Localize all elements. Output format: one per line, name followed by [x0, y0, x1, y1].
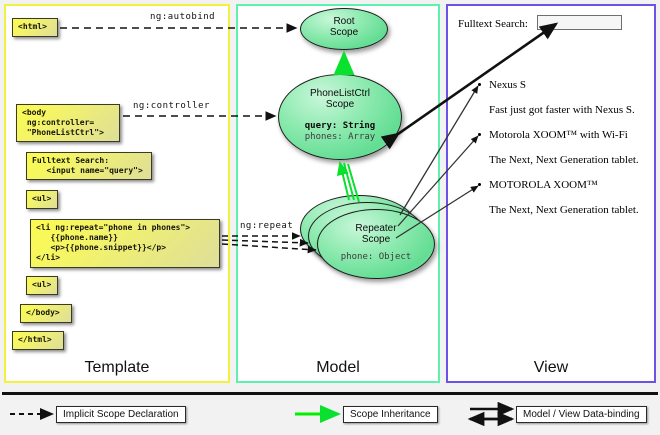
view-phone-name-0-text: Nexus S: [489, 79, 526, 91]
scope-phonelistctrl-prop-phones: phones: Array: [304, 132, 376, 142]
template-box-body-close: </body>: [20, 304, 72, 323]
view-column: View: [446, 4, 656, 383]
scope-root-title-line2: Scope: [329, 27, 359, 38]
view-column-label: View: [533, 359, 569, 376]
scope-root-title-line1: Root: [333, 16, 355, 27]
scope-repeater-title-line2: Scope: [361, 234, 391, 245]
view-phone-snippet-0: Fast just got faster with Nexus S.: [489, 104, 635, 116]
scope-phonelistctrl-title-line2: Scope: [325, 99, 355, 110]
legend-label-inheritance: Scope Inheritance: [343, 406, 438, 423]
scope-root: Root Scope: [300, 8, 388, 50]
model-column: Model: [236, 4, 440, 383]
template-box-html-open: <html>: [12, 18, 58, 37]
view-phone-name-1: Motorola XOOM™ with Wi-Fi: [478, 129, 628, 141]
bullet-dot-icon: [478, 133, 481, 136]
view-search-input[interactable]: [537, 15, 622, 30]
template-column-label: Template: [84, 359, 150, 376]
scope-phonelistctrl-prop-query: query: String: [304, 121, 376, 131]
template-box-ul-open: <ul>: [26, 190, 58, 209]
view-phone-name-0: Nexus S: [478, 79, 526, 91]
edge-label-ng-controller: ng:controller: [133, 101, 210, 111]
template-box-fulltext-search: Fulltext Search: <input name="query">: [26, 152, 152, 180]
bullet-dot-icon: [478, 183, 481, 186]
template-box-li-repeat: <li ng:repeat="phone in phones"> {{phone…: [30, 219, 220, 268]
edge-label-ng-repeat: ng:repeat: [240, 221, 294, 231]
scope-repeater: Repeater Scope phone: Object: [317, 209, 435, 279]
view-phone-name-2: MOTOROLA XOOM™: [478, 179, 598, 191]
legend-label-databinding: Model / View Data-binding: [516, 406, 647, 423]
bullet-dot-icon: [478, 83, 481, 86]
legend-separator: [2, 392, 658, 395]
scope-repeater-title-line1: Repeater: [355, 223, 397, 234]
template-box-body-open: <body ng:controller= "PhoneListCtrl">: [16, 104, 120, 142]
template-box-ul-close: <ul>: [26, 276, 58, 295]
legend-label-implicit: Implicit Scope Declaration: [56, 406, 186, 423]
view-search-label: Fulltext Search:: [458, 18, 528, 30]
view-phone-snippet-2: The Next, Next Generation tablet.: [489, 204, 639, 216]
view-phone-name-1-text: Motorola XOOM™ with Wi-Fi: [489, 129, 628, 141]
template-box-html-close: </html>: [12, 331, 64, 350]
scope-repeater-prop-phone: phone: Object: [340, 252, 412, 262]
edge-label-ng-autobind: ng:autobind: [150, 12, 216, 22]
scope-phonelistctrl: PhoneListCtrl Scope query: String phones…: [278, 74, 402, 160]
view-phone-name-2-text: MOTOROLA XOOM™: [489, 179, 598, 191]
view-phone-snippet-1: The Next, Next Generation tablet.: [489, 154, 639, 166]
model-column-label: Model: [316, 359, 360, 376]
scope-phonelistctrl-title-line1: PhoneListCtrl: [309, 88, 371, 99]
